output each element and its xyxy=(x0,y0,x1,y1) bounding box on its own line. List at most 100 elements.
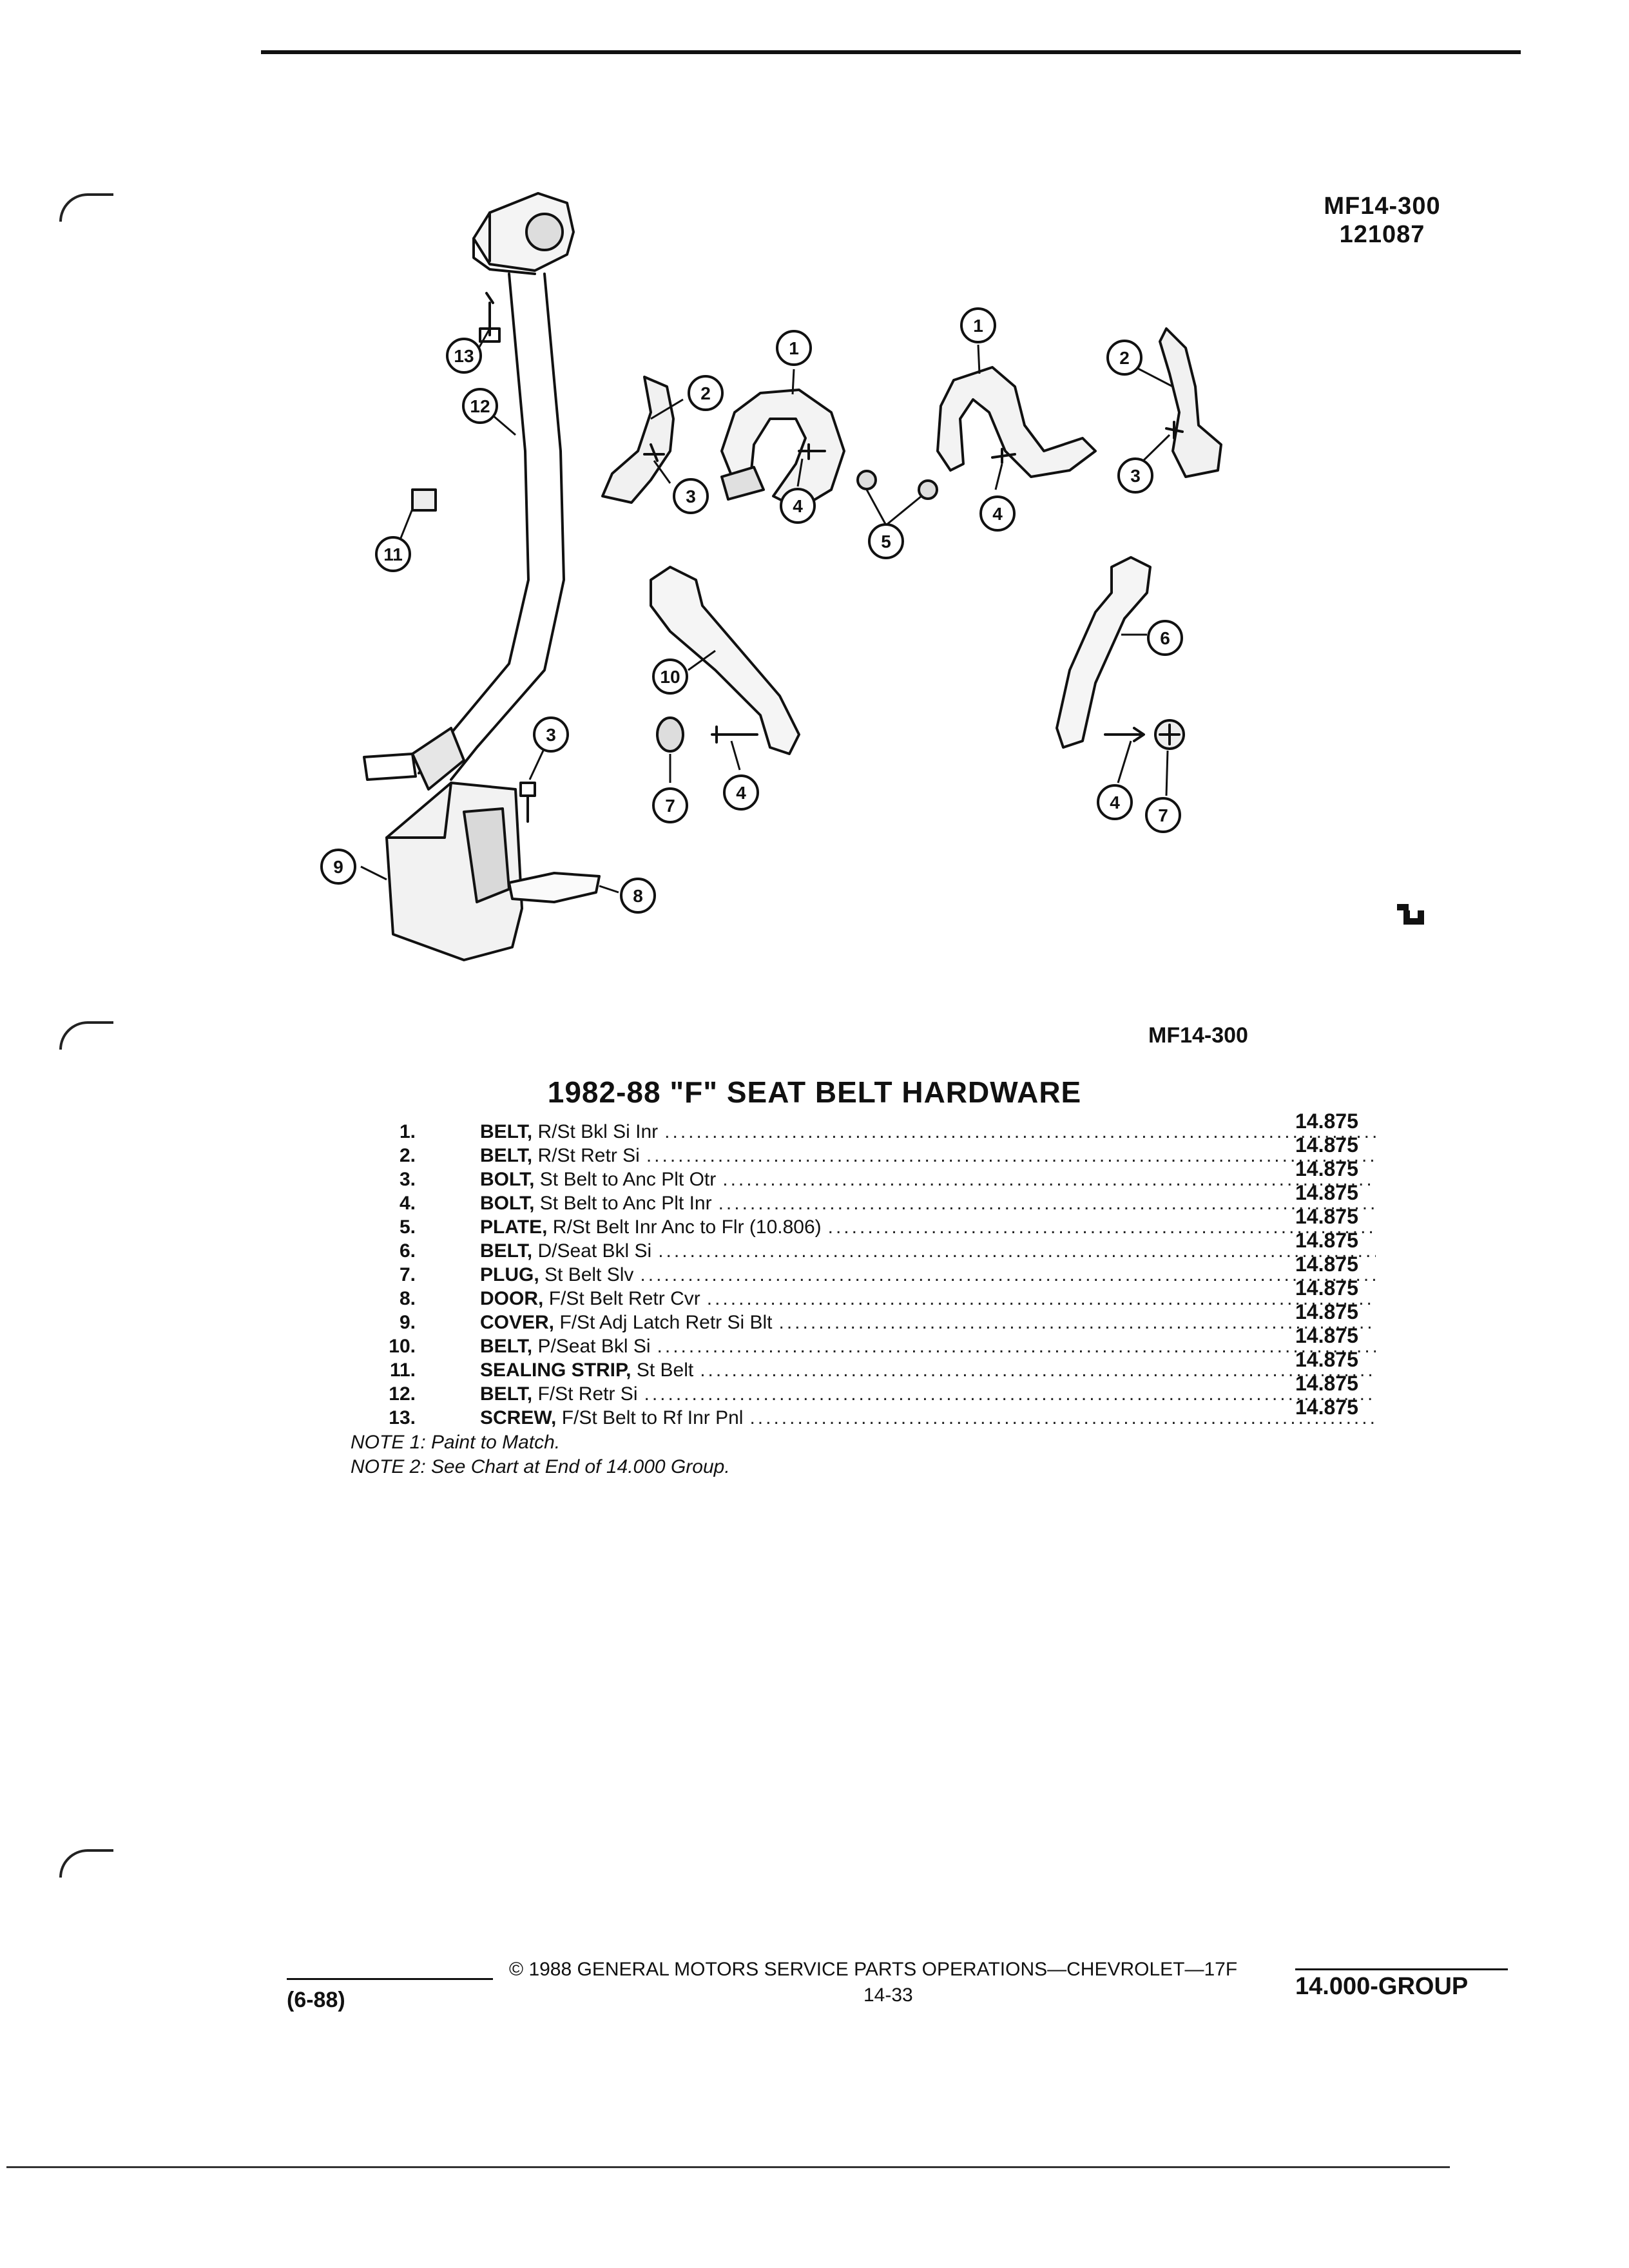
callout-label: 7 xyxy=(1158,805,1168,825)
callout-label: 1 xyxy=(789,338,799,358)
reference-number: 14.875 xyxy=(1295,1396,1358,1419)
top-rule xyxy=(261,50,1521,54)
callout-12 xyxy=(462,388,498,424)
part-description: St Belt to Anc Plt Otr xyxy=(539,1169,717,1190)
parts-list: 1. BELT, R/St Bkl Si Inr................… xyxy=(361,1120,1392,1430)
callout-label: 1 xyxy=(973,316,983,336)
part-number: 3. xyxy=(399,1169,416,1190)
figure-number: 121087 xyxy=(1339,221,1425,248)
list-item: 6. BELT, D/Seat Bkl Si..................… xyxy=(361,1239,1392,1263)
plug-part-7-left xyxy=(656,716,684,753)
callout-4-b xyxy=(979,495,1016,532)
part-number: 8. xyxy=(399,1288,416,1309)
exploded-diagram: 13 12 11 2 1 3 4 5 1 4 2 3 10 6 3 7 4 4 … xyxy=(320,192,1424,961)
figure-header: MF14-300 121087 xyxy=(1308,192,1456,249)
callout-label: 7 xyxy=(665,796,675,816)
list-item: 10. BELT, P/Seat Bkl Si.................… xyxy=(361,1334,1392,1358)
callout-2-left xyxy=(688,375,724,411)
part-description: St Belt Slv xyxy=(545,1264,634,1285)
door-part-8 xyxy=(508,872,601,903)
part-number: 12. xyxy=(389,1383,416,1405)
callout-label: 3 xyxy=(686,486,696,506)
revision-date: (6-88) xyxy=(287,1988,345,2012)
bolt-part-3-lower xyxy=(519,782,536,823)
part-name: DOOR, xyxy=(480,1288,544,1309)
page-title: 1982-88 "F" SEAT BELT HARDWARE xyxy=(547,1075,1082,1109)
part-description: R/St Retr Si xyxy=(537,1145,640,1166)
bolt-part-3-left xyxy=(643,443,665,462)
list-item: 4. BOLT, St Belt to Anc Plt Inr.........… xyxy=(361,1191,1392,1215)
part-number: 2. xyxy=(399,1145,416,1166)
part-number: 11. xyxy=(389,1360,416,1381)
anchor-part-2-right xyxy=(1159,327,1222,478)
list-item: 8. DOOR, F/St Belt Retr Cvr.............… xyxy=(361,1287,1392,1311)
callout-9 xyxy=(320,849,356,885)
callout-7-left xyxy=(652,787,688,823)
callout-label: 4 xyxy=(793,496,803,516)
bolt-part-3-right xyxy=(1165,421,1184,439)
part-name: BELT, xyxy=(480,1383,533,1405)
part-name: SCREW, xyxy=(480,1407,557,1428)
part-name: SEALING STRIP, xyxy=(480,1360,631,1381)
plate-part-5-b xyxy=(918,479,938,500)
roof-anchor-part xyxy=(472,192,575,275)
note-2: NOTE 2: See Chart at End of 14.000 Group… xyxy=(351,1456,730,1477)
cover-part-9 xyxy=(363,753,523,961)
reference-number: 14.875 xyxy=(1295,1348,1358,1371)
callout-label: 4 xyxy=(992,504,1003,524)
part-description: St Belt xyxy=(636,1360,694,1381)
callout-label: 8 xyxy=(633,886,643,906)
part-number: 5. xyxy=(399,1216,416,1238)
part-name: BOLT, xyxy=(480,1193,535,1214)
callout-3-left xyxy=(673,478,709,514)
reference-column: 14.875 14.875 14.875 14.875 14.875 14.87… xyxy=(1295,1110,1398,1419)
part-name: BELT, xyxy=(480,1121,533,1142)
bolt-part-4-a xyxy=(798,443,826,460)
footer-rule-left xyxy=(287,1978,493,1980)
figure-code: MF14-300 xyxy=(1324,193,1441,220)
callout-8 xyxy=(620,878,656,914)
reference-number: 14.875 xyxy=(1295,1133,1358,1157)
list-item: 12. BELT, F/St Retr Si..................… xyxy=(361,1382,1392,1406)
part-description: F/St Adj Latch Retr Si Blt xyxy=(559,1312,773,1333)
callout-3-lower xyxy=(533,716,569,753)
bolt-part-4-d xyxy=(1104,727,1145,742)
part-name: BELT, xyxy=(480,1240,533,1262)
reference-number: 14.875 xyxy=(1295,1300,1358,1323)
callout-label: 4 xyxy=(1110,793,1120,812)
reference-number: 14.875 xyxy=(1295,1229,1358,1252)
plate-part-5-a xyxy=(856,470,877,490)
callout-4-a xyxy=(780,488,816,524)
reference-number: 14.875 xyxy=(1295,1253,1358,1276)
screw-part-13 xyxy=(479,292,501,343)
part-description: R/St Belt Inr Anc to Flr (10.806) xyxy=(552,1216,822,1238)
margin-mark xyxy=(59,1021,113,1050)
callout-label: 11 xyxy=(383,544,403,564)
callouts xyxy=(320,307,1183,914)
callout-11 xyxy=(375,536,411,572)
part-name: BOLT, xyxy=(480,1169,535,1190)
note-1: NOTE 1: Paint to Match. xyxy=(351,1432,561,1453)
callout-4-c xyxy=(723,774,759,811)
callout-4-d xyxy=(1097,784,1133,820)
reference-number: 14.875 xyxy=(1295,1276,1358,1300)
part-description: R/St Bkl Si Inr xyxy=(537,1121,659,1142)
callout-label: 10 xyxy=(660,667,680,687)
part-description: F/St Belt to Rf Inr Pnl xyxy=(561,1407,744,1428)
bolt-part-4-c xyxy=(711,726,758,744)
list-item: 3. BOLT, St Belt to Anc Plt Otr.........… xyxy=(361,1168,1392,1191)
part-number: 13. xyxy=(389,1407,416,1428)
part-description: St Belt to Anc Plt Inr xyxy=(539,1193,712,1214)
callout-label: 13 xyxy=(454,346,474,366)
list-item: 9. COVER, F/St Adj Latch Retr Si Blt....… xyxy=(361,1311,1392,1334)
part-description: F/St Retr Si xyxy=(537,1383,638,1405)
list-item: 7. PLUG, St Belt Slv....................… xyxy=(361,1263,1392,1287)
sealing-strip-part-11 xyxy=(411,488,437,512)
belt-part-1-left xyxy=(720,389,845,510)
bottom-rule xyxy=(6,2166,1450,2168)
callout-label: 4 xyxy=(736,783,746,803)
callout-label: 6 xyxy=(1160,628,1170,648)
page-number: 14-33 xyxy=(863,1984,913,2006)
part-name: BELT, xyxy=(480,1145,533,1166)
part-name: PLATE, xyxy=(480,1216,548,1238)
